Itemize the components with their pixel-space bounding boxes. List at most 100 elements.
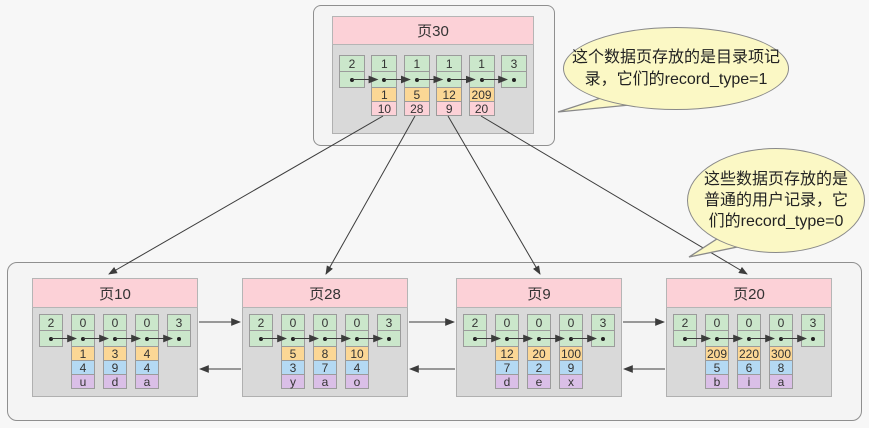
record-pageno-cell: 10 [371, 101, 398, 116]
record-type-cell: 3 [591, 314, 615, 331]
record-pointer-cell [463, 330, 487, 347]
record-col3-cell: a [769, 374, 793, 389]
record-pointer-cell [345, 330, 369, 347]
leaf-page-body: 2 0 12 7 d 0 20 2 e 0 100 9 [456, 308, 622, 397]
record-key-cell: 12 [495, 346, 519, 361]
record-col3-cell: b [705, 374, 729, 389]
record-col2-cell: 2 [527, 360, 551, 375]
supremum-record: 3 [377, 314, 401, 347]
leaf-page-28: 页28 2 0 5 3 y 0 8 [242, 278, 408, 397]
record-type-cell: 0 [527, 314, 551, 331]
record-type-cell: 3 [167, 314, 191, 331]
record-key-cell: 300 [769, 346, 793, 361]
record-col3-cell: x [559, 374, 583, 389]
record-pointer-cell [313, 330, 337, 347]
record-pointer-cell [436, 71, 463, 88]
record-pointer-cell [468, 71, 495, 88]
record-col3-cell: d [103, 374, 127, 389]
supremum-record: 3 [591, 314, 615, 347]
record-key-cell: 20 [527, 346, 551, 361]
leaf-page-20: 页20 2 0 209 5 b 0 [666, 278, 832, 397]
record-col2-cell: 9 [559, 360, 583, 375]
record-type-cell: 3 [801, 314, 825, 331]
record-key-cell: 1 [371, 87, 398, 102]
record-col2-cell: 4 [135, 360, 159, 375]
record-type-cell: 0 [281, 314, 305, 331]
record-pointer-cell [103, 330, 127, 347]
user-record: 0 209 5 b [705, 314, 729, 389]
supremum-record: 3 [167, 314, 191, 347]
leaf-page-10: 页10 2 0 1 4 u 0 3 [32, 278, 198, 397]
pointer-dot [779, 336, 783, 341]
leaf-page-body: 2 0 1 4 u 0 3 9 d 0 4 4 a [32, 308, 198, 397]
record-col2-cell: 5 [705, 360, 729, 375]
record-col2-cell: 4 [345, 360, 369, 375]
infimum-record: 2 [673, 314, 697, 347]
root-page-title: 页30 [332, 16, 534, 45]
record-type-cell: 0 [737, 314, 761, 331]
callout-directory-records: 这个数据页存放的是目录项记 录，它们的record_type=1 [563, 27, 789, 110]
callout-text-line: 这些数据页存放的是 [703, 170, 848, 188]
pointer-dot [387, 336, 391, 341]
pointer-dot [350, 77, 354, 82]
record-pointer-cell [71, 330, 95, 347]
pointer-dot [447, 77, 452, 82]
supremum-record: 3 [500, 55, 527, 88]
leaf-page-title: 页9 [456, 278, 622, 308]
record-key-cell: 4 [135, 346, 159, 361]
record-type-cell: 0 [559, 314, 583, 331]
record-type-cell: 2 [339, 55, 365, 72]
root-page-body: 2 1 1 10 1 5 28 1 12 9 1 [332, 45, 534, 134]
leaf-page-title: 页28 [242, 278, 408, 308]
record-key-cell: 12 [436, 87, 463, 102]
callout-text-line: 录，它们的record_type=1 [584, 70, 768, 88]
record-pointer-cell [249, 330, 273, 347]
record-pageno-cell: 20 [468, 101, 495, 116]
supremum-record: 3 [801, 314, 825, 347]
pointer-dot [569, 336, 573, 341]
infimum-record: 2 [39, 314, 63, 347]
user-record: 0 20 2 e [527, 314, 551, 389]
pointer-dot [145, 336, 149, 341]
pointer-dot [683, 336, 687, 341]
user-record: 0 220 6 i [737, 314, 761, 389]
record-type-cell: 3 [500, 55, 527, 72]
record-key-cell: 5 [403, 87, 430, 102]
record-pointer-cell [167, 330, 191, 347]
record-col2-cell: 7 [495, 360, 519, 375]
user-record: 0 8 7 a [313, 314, 337, 389]
record-pointer-cell [705, 330, 729, 347]
root-page-container: 页30 2 1 1 10 1 5 [313, 5, 555, 146]
record-key-cell: 209 [468, 87, 495, 102]
record-key-cell: 8 [313, 346, 337, 361]
record-type-cell: 1 [436, 55, 463, 72]
pointer-dot [473, 336, 477, 341]
pointer-dot [537, 336, 541, 341]
user-record: 0 100 9 x [559, 314, 583, 389]
pointer-dot [601, 336, 605, 341]
user-record: 0 12 7 d [495, 314, 519, 389]
record-col3-cell: o [345, 374, 369, 389]
leaf-page-body: 2 0 5 3 y 0 8 7 a 0 10 4 o [242, 308, 408, 397]
user-record: 0 1 4 u [71, 314, 95, 389]
record-pointer-cell [737, 330, 761, 347]
record-pointer-cell [377, 330, 401, 347]
record-key-cell: 100 [559, 346, 583, 361]
record-type-cell: 1 [403, 55, 430, 72]
record-col3-cell: i [737, 374, 761, 389]
record-type-cell: 1 [371, 55, 398, 72]
record-type-cell: 1 [468, 55, 495, 72]
record-pointer-cell [39, 330, 63, 347]
record-pointer-cell [135, 330, 159, 347]
record-type-cell: 0 [135, 314, 159, 331]
leaf-page-title: 页20 [666, 278, 832, 308]
directory-record: 1 12 9 [436, 55, 463, 116]
record-type-cell: 0 [705, 314, 729, 331]
record-type-cell: 0 [769, 314, 793, 331]
record-key-cell: 10 [345, 346, 369, 361]
leaf-page-title: 页10 [32, 278, 198, 308]
record-pointer-cell [339, 71, 365, 88]
infimum-record: 2 [463, 314, 487, 347]
pointer-dot [323, 336, 327, 341]
record-pointer-cell [371, 71, 398, 88]
